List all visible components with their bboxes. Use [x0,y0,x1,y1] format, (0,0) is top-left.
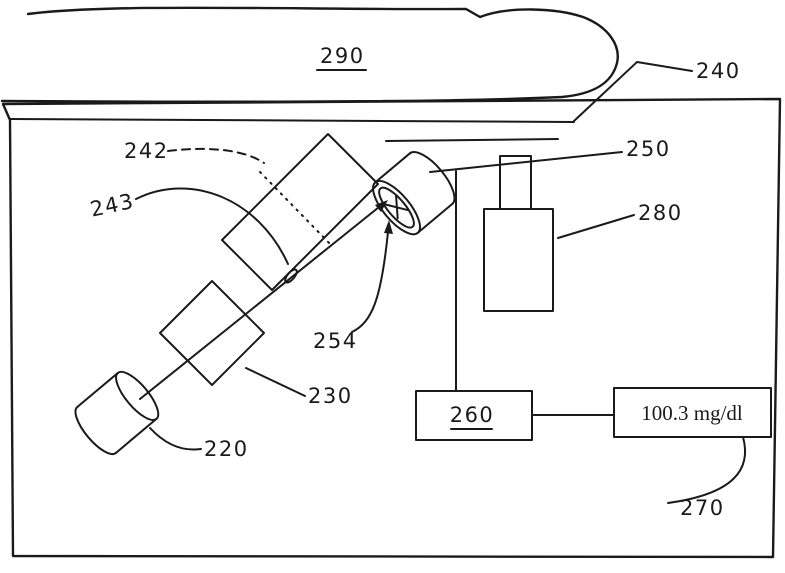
lens-barrel-top [374,152,411,184]
enclosure-inner-top-line [9,118,575,123]
lens-front-rim-inner [378,186,415,229]
finger-label: 290 [320,44,365,68]
source-back-cap [74,406,117,456]
source-barrel-top [76,371,119,409]
leader-242 [167,147,265,164]
label-254: 254 [313,329,358,353]
label-242: 242 [124,139,169,163]
label-270: 270 [680,496,725,520]
leader-280 [557,214,635,239]
lens-barrel-bottom [416,202,454,234]
finger-outline [0,6,619,103]
splitter-dotted-surface [259,171,334,248]
optic-230 [159,280,265,386]
display-box [613,387,772,438]
source-220 [74,370,160,456]
lens-window-x [385,195,409,220]
label-220: 220 [204,437,249,461]
label-250: 250 [626,137,671,161]
display-reading: 100.3 mg/dl [641,401,743,425]
lens-250 [372,151,456,236]
leader-254 [351,231,389,333]
leader-220 [149,427,202,451]
leader-250 [429,151,623,173]
beam-arrowhead [375,200,388,212]
leader-243 [135,187,289,265]
source-barrel-bottom [114,417,158,454]
arrowhead-254 [384,220,393,234]
source-front-rim [115,370,160,421]
leader-270 [667,436,747,504]
leader-230 [245,367,306,397]
lens-front-rim-outer [372,180,421,236]
component-280-stem [499,155,532,210]
label-230: 230 [308,384,353,408]
label-243: 243 [88,189,137,222]
component-280-body [483,208,554,312]
enclosure-box [1,97,782,559]
label-240: 240 [696,59,741,83]
lens-back-cap [408,151,456,205]
leader-240 [573,61,693,122]
beam-path [139,202,385,400]
light-channel-lower-line [385,138,559,142]
splitter-242 [221,133,379,291]
label-260: 260 [450,403,495,427]
label-280: 280 [638,201,683,225]
